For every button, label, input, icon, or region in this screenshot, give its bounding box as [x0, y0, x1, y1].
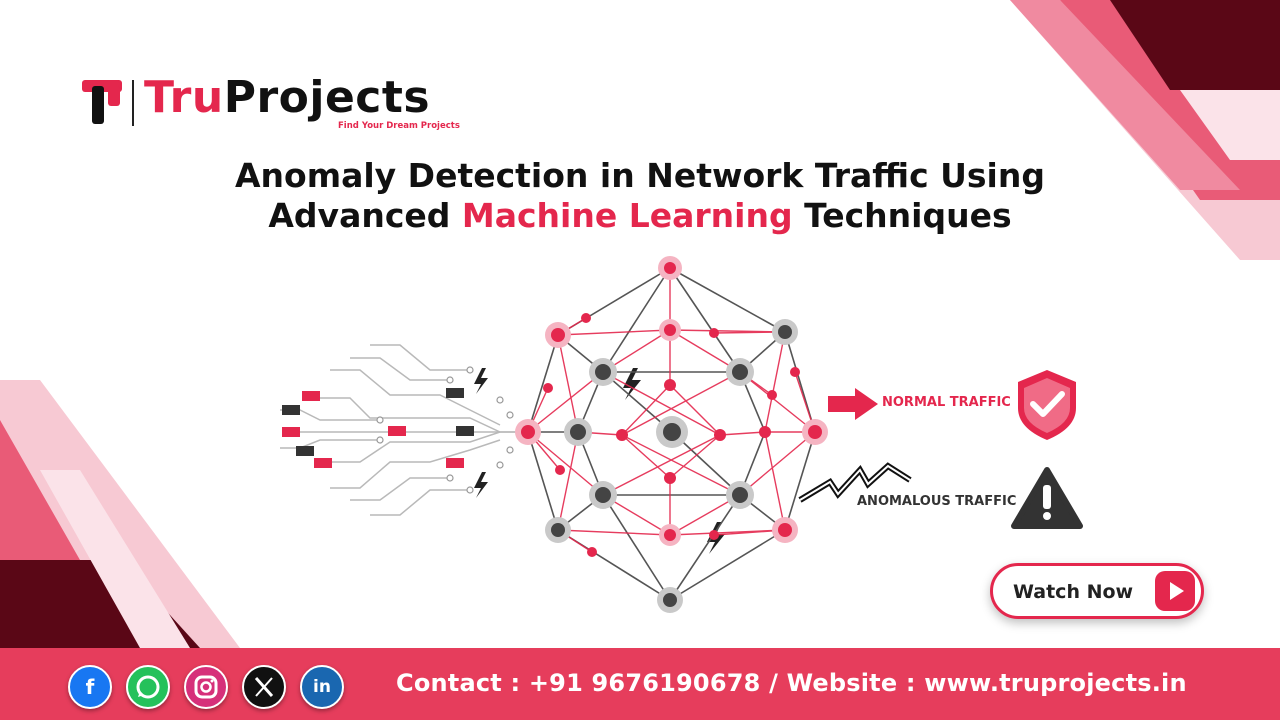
brand-tagline: Find Your Dream Projects: [338, 121, 460, 131]
title-line-2-before: Advanced: [268, 196, 462, 235]
anomalous-traffic-label: ANOMALOUS TRAFFIC: [857, 494, 1017, 509]
whatsapp-glyph: [136, 675, 160, 699]
instagram-glyph: [194, 675, 218, 699]
circuit-pads: [376, 366, 514, 494]
instagram-icon[interactable]: [184, 665, 228, 709]
logo-mark-icon: [82, 80, 122, 124]
watch-now-label: Watch Now: [1013, 581, 1134, 603]
footer-bar: f in Contact : +91 9676190678 / Website …: [0, 648, 1280, 720]
contact-info: Contact : +91 9676190678 / Website : www…: [396, 669, 1187, 697]
logo-separator: [132, 80, 134, 126]
warning-icon: [1011, 467, 1083, 529]
title-accent: Machine Learning: [461, 196, 793, 235]
title-line-1: Anomaly Detection in Network Traffic Usi…: [235, 156, 1045, 195]
x-icon[interactable]: [242, 665, 286, 709]
lightning-icon: [623, 368, 641, 400]
network-nodes: [515, 256, 828, 613]
title-line-2-after: Techniques: [792, 196, 1012, 235]
arrow-right-icon: [828, 388, 878, 420]
data-packets: [282, 388, 474, 468]
x-glyph: [254, 677, 274, 697]
circuit-traces: [280, 344, 528, 516]
watch-now-button[interactable]: Watch Now: [990, 563, 1204, 619]
network-edges-red: [527, 268, 816, 553]
normal-traffic-label: NORMAL TRAFFIC: [882, 395, 1011, 410]
whatsapp-icon[interactable]: [126, 665, 170, 709]
facebook-icon[interactable]: f: [68, 665, 112, 709]
network-edges-dark: [527, 267, 816, 601]
page-title: Anomaly Detection in Network Traffic Usi…: [160, 156, 1120, 236]
brand-logo: TruProjects Find Your Dream Projects: [80, 72, 500, 134]
lightning-icon: [474, 472, 488, 498]
brand-name-part1: Tru: [144, 72, 224, 123]
lightning-icons: [474, 368, 725, 554]
play-icon: [1155, 571, 1195, 611]
lightning-icon: [474, 368, 488, 394]
brand-name-part2: Projects: [223, 72, 431, 123]
shield-check-icon: [1018, 370, 1076, 440]
linkedin-icon[interactable]: in: [300, 665, 344, 709]
title-line-2: Advanced Machine Learning Techniques: [160, 196, 1120, 236]
brand-name: TruProjects: [144, 72, 430, 124]
